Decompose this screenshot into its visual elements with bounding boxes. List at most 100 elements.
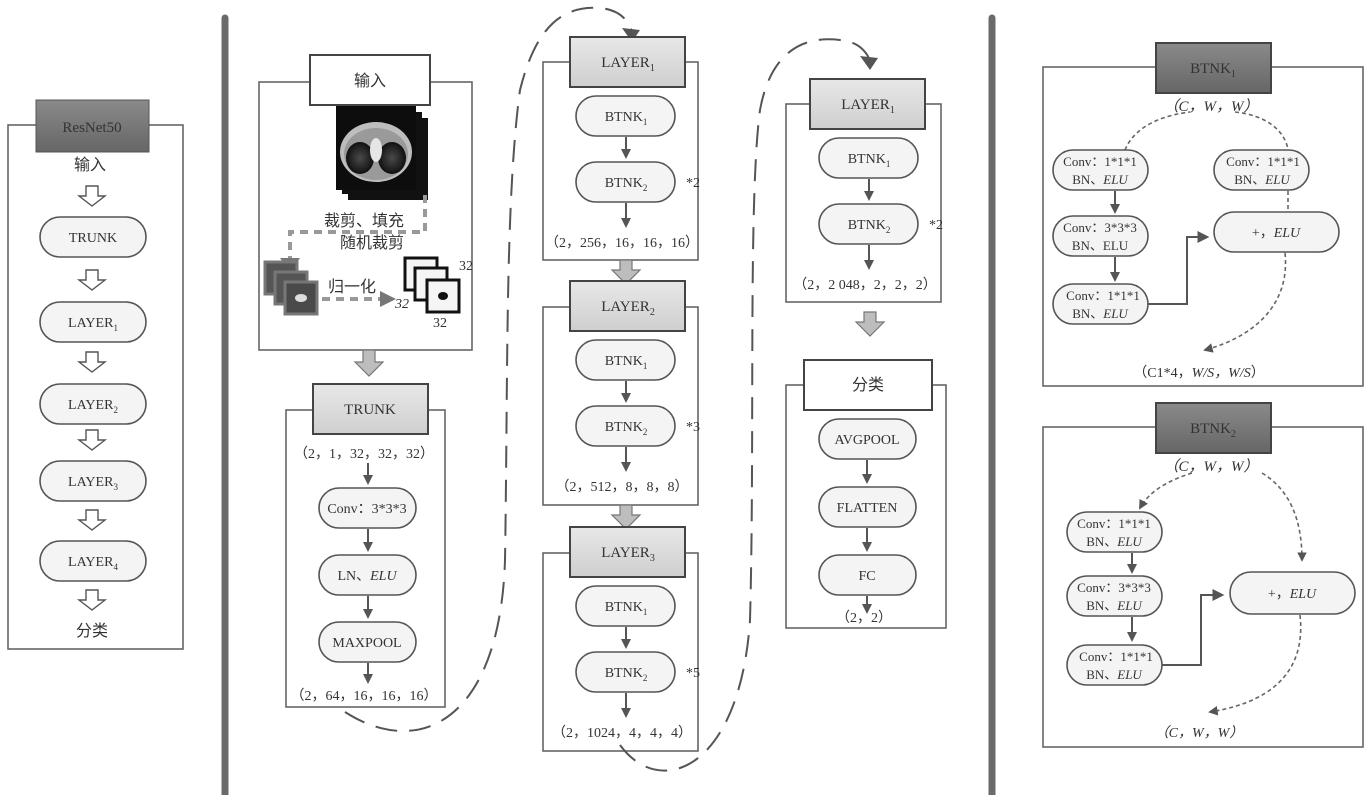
btnk2-repeat-label: *5 bbox=[686, 666, 700, 681]
overview-output-label: 分类 bbox=[76, 622, 108, 640]
btnk2-arrow-to-add bbox=[1162, 589, 1225, 666]
overview-panel: ResNet50 输入 TRUNKLAYER1LAYER2LAYER3LAYER… bbox=[7, 99, 184, 650]
preprocess-label-2: 随机裁剪 bbox=[340, 234, 404, 252]
trunk-op-ln-elu-label: LN、ELU bbox=[337, 569, 397, 584]
btnk1-add-elu-label: +，ELU bbox=[1252, 226, 1301, 241]
btnk1-block-label: BTNK1 bbox=[605, 354, 648, 371]
btnk1-detail-panel: BTNK1 （C，W，W） Conv：1*1*1 BN、ELU Conv：3*3… bbox=[1042, 42, 1364, 387]
preprocess-dashed-arrow bbox=[288, 195, 427, 262]
flow-arrow-between-layers-icon bbox=[610, 504, 642, 530]
btnk1-block-label: BTNK1 bbox=[848, 152, 891, 169]
layer-out-shape: （2，512，8，8，8） bbox=[556, 479, 689, 495]
input-title: 输入 bbox=[354, 72, 386, 90]
overview-step-5 bbox=[39, 540, 147, 582]
btnk2-out-shape: （C，W，W） bbox=[1155, 725, 1244, 741]
layer-title: LAYER1 bbox=[601, 55, 655, 74]
btnk2-repeat-label: *3 bbox=[686, 420, 700, 435]
overview-step-2 bbox=[39, 301, 147, 343]
trunk-title-box bbox=[312, 383, 429, 435]
classify-op-flatten-label: FLATTEN bbox=[837, 501, 898, 516]
overview-down-arrow-icon bbox=[76, 429, 108, 451]
btnk1-block-label: BTNK1 bbox=[605, 110, 648, 127]
overview-title: ResNet50 bbox=[62, 120, 121, 136]
overview-down-arrow-icon bbox=[76, 351, 108, 373]
layer-out-shape: （2，256，16，16，16） bbox=[545, 235, 699, 251]
btnk2-dash-in-left bbox=[1139, 472, 1193, 510]
btnk2-block-label: BTNK2 bbox=[848, 218, 891, 235]
btnk2-left-op-1 bbox=[1066, 511, 1163, 553]
layer-title-box bbox=[809, 78, 926, 130]
classify-out-shape: （2，2） bbox=[836, 610, 892, 626]
btnk1-left-op-2-line2: BN、ELU bbox=[1072, 238, 1129, 253]
btnk2-block-label: BTNK2 bbox=[605, 666, 648, 683]
overview-down-arrow-icon bbox=[76, 589, 108, 611]
overview-title-box bbox=[35, 99, 150, 153]
btnk2-block bbox=[575, 651, 676, 693]
layer-title-box bbox=[569, 36, 686, 88]
btnk1-shortcut-line2: BN、ELU bbox=[1234, 172, 1291, 187]
btnk2-block bbox=[575, 161, 676, 203]
trunk-op-maxpool-label: MAXPOOL bbox=[332, 636, 401, 651]
btnk1-left-op-3-line1: Conv：1*1*1 bbox=[1066, 288, 1140, 303]
btnk1-dash-in-right bbox=[1234, 111, 1289, 151]
classify-title-box bbox=[803, 359, 933, 411]
overview-step-label: LAYER2 bbox=[68, 398, 118, 415]
btnk2-title: BTNK2 bbox=[1190, 421, 1236, 440]
dim-left-label: 32 bbox=[394, 297, 409, 312]
classify-panel: 分类 AVGPOOL FLATTEN FC （2，2） bbox=[785, 359, 947, 629]
btnk1-block bbox=[818, 137, 919, 179]
btnk1-block bbox=[575, 95, 676, 137]
btnk1-dash-in-left bbox=[1124, 111, 1191, 151]
btnk2-repeat-label: *2 bbox=[929, 218, 943, 233]
trunk-op-maxpool bbox=[318, 621, 417, 663]
btnk1-arrow-to-add bbox=[1148, 231, 1210, 305]
layer-frame bbox=[785, 103, 942, 303]
flow-arrow-input-trunk-icon bbox=[353, 349, 385, 377]
btnk1-title-box bbox=[1155, 42, 1272, 94]
layer-out-shape: （2，2 048，2，2，2） bbox=[793, 277, 937, 293]
ct-scan-stack-image bbox=[336, 106, 428, 200]
btnk2-add-elu bbox=[1229, 571, 1356, 615]
overview-down-arrow-icon bbox=[76, 509, 108, 531]
layer-title-box bbox=[569, 280, 686, 332]
classify-op-avgpool-label: AVGPOOL bbox=[834, 433, 899, 448]
btnk1-block bbox=[575, 585, 676, 627]
btnk2-left-op-1-line2: BN、ELU bbox=[1086, 534, 1143, 549]
flow-arrow-between-layers-icon bbox=[610, 259, 642, 285]
btnk2-add-elu-label: +，ELU bbox=[1268, 587, 1317, 602]
overview-step-3 bbox=[39, 383, 147, 425]
btnk1-shortcut-line1: Conv：1*1*1 bbox=[1226, 154, 1300, 169]
btnk2-left-op-2-line2: BN、ELU bbox=[1086, 598, 1143, 613]
normalized-patches-image bbox=[403, 256, 461, 314]
overview-step-1 bbox=[39, 216, 147, 258]
layer-title: LAYER3 bbox=[601, 545, 655, 564]
btnk2-left-op-2 bbox=[1066, 575, 1163, 617]
layer-out-shape: （2，1024，4，4，4） bbox=[552, 725, 692, 741]
classify-op-fc-label: FC bbox=[858, 569, 875, 584]
overview-step-label: LAYER1 bbox=[68, 316, 118, 333]
trunk-in-shape: （2，1，32，32，32） bbox=[294, 446, 434, 462]
dim-top-label: 32 bbox=[459, 259, 473, 274]
btnk1-left-op-2-line1: Conv：3*3*3 bbox=[1063, 220, 1137, 235]
layer-title-box bbox=[569, 526, 686, 578]
normalize-arrowhead-icon bbox=[380, 291, 396, 307]
btnk2-block-label: BTNK2 bbox=[605, 420, 648, 437]
btnk1-dash-out bbox=[1203, 252, 1287, 353]
layer-frame bbox=[542, 61, 699, 261]
classify-title: 分类 bbox=[852, 376, 884, 394]
btnk2-repeat-label: *2 bbox=[686, 176, 700, 191]
btnk2-left-op-1-line1: Conv：1*1*1 bbox=[1077, 516, 1151, 531]
btnk1-out-shape: （C1*4，W/S，W/S） bbox=[1133, 365, 1264, 381]
classify-op-flatten bbox=[818, 486, 917, 528]
layer-title: LAYER2 bbox=[601, 299, 655, 318]
trunk-out-shape: （2，64，16，16，16） bbox=[291, 688, 438, 704]
loop-arrowhead-2-icon bbox=[860, 56, 878, 70]
trunk-op-ln-elu bbox=[318, 554, 417, 596]
flow-arrow-layer4-classify-icon bbox=[854, 311, 886, 337]
loop-layer3-to-layer4 bbox=[619, 38, 871, 772]
overview-down-arrow-icon bbox=[76, 185, 108, 207]
trunk-panel: TRUNK （2，1，32，32，32） Conv：3*3*3 LN、ELU M… bbox=[285, 383, 446, 708]
